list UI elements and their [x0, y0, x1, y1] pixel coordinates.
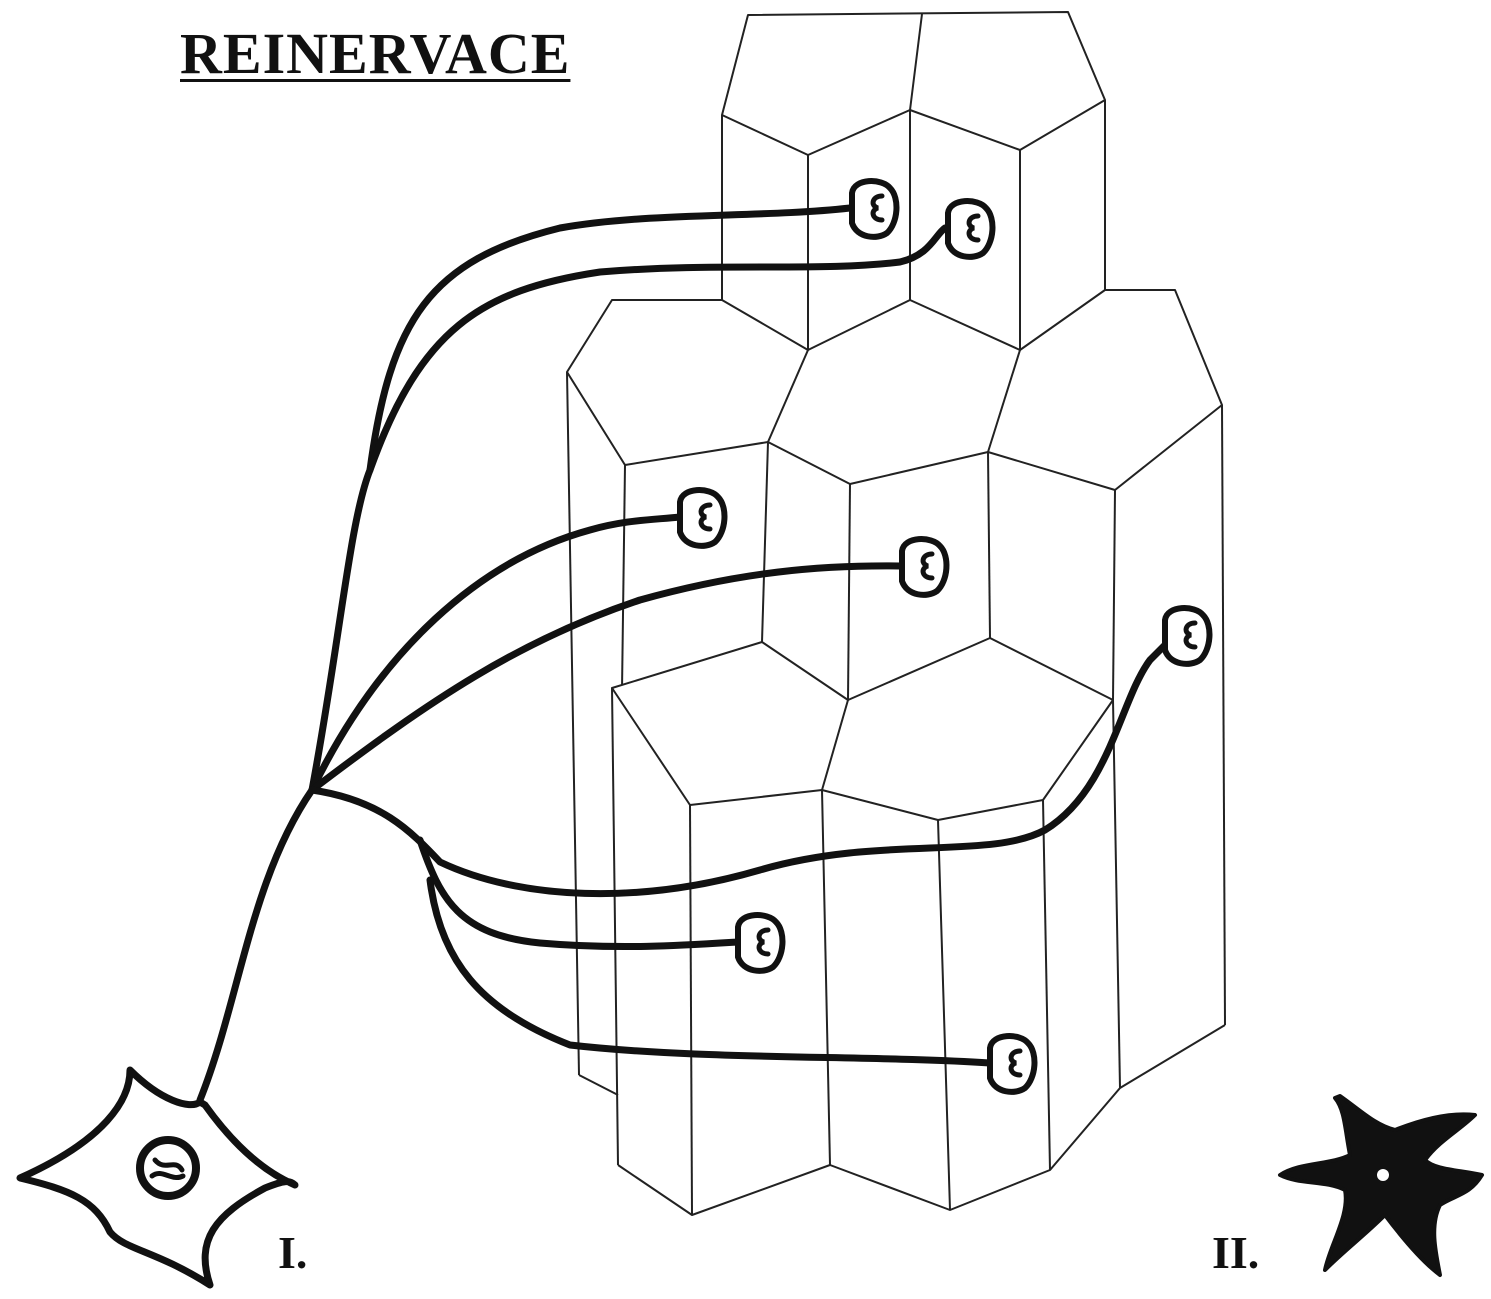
muscle-fiber-front-row	[578, 637, 1226, 1216]
diagram-title: REINERVACE	[180, 21, 571, 86]
motor-end-plate	[849, 178, 900, 240]
neuron-one-nucleus	[136, 1136, 200, 1200]
motor-end-plate	[987, 1033, 1038, 1095]
axon-branch-5	[308, 636, 1174, 898]
motor-end-plate	[899, 536, 950, 598]
axon-main-trunk	[196, 786, 316, 1104]
axon-branch-4	[308, 562, 904, 794]
neuron-two-cell-body	[1278, 1094, 1484, 1277]
muscle-fiber-top-row	[721, 11, 1106, 350]
muscle-fiber-bundle	[566, 11, 1226, 1216]
axon-branch-1	[308, 204, 854, 794]
axon-tree	[196, 204, 1174, 1104]
axon-branch-6	[416, 836, 742, 951]
muscle-fiber-middle-row	[566, 289, 1226, 1076]
motor-end-plate	[945, 198, 996, 260]
neuron-one-nucleolus	[149, 1157, 186, 1180]
motor-end-plate	[677, 487, 728, 549]
neuron-two-label: II.	[1212, 1227, 1260, 1278]
neuron-two	[1278, 1094, 1484, 1277]
motor-end-plate	[1162, 605, 1213, 667]
axon-branch-3	[308, 513, 684, 794]
neuron-one	[16, 1066, 299, 1289]
neuron-two-nucleus	[1377, 1169, 1389, 1181]
neuron-one-label: I.	[278, 1227, 308, 1278]
motor-end-plates	[677, 178, 1213, 1095]
axon-branch-2	[366, 224, 949, 474]
axon-branch-7	[426, 876, 994, 1067]
motor-end-plate	[735, 912, 786, 974]
